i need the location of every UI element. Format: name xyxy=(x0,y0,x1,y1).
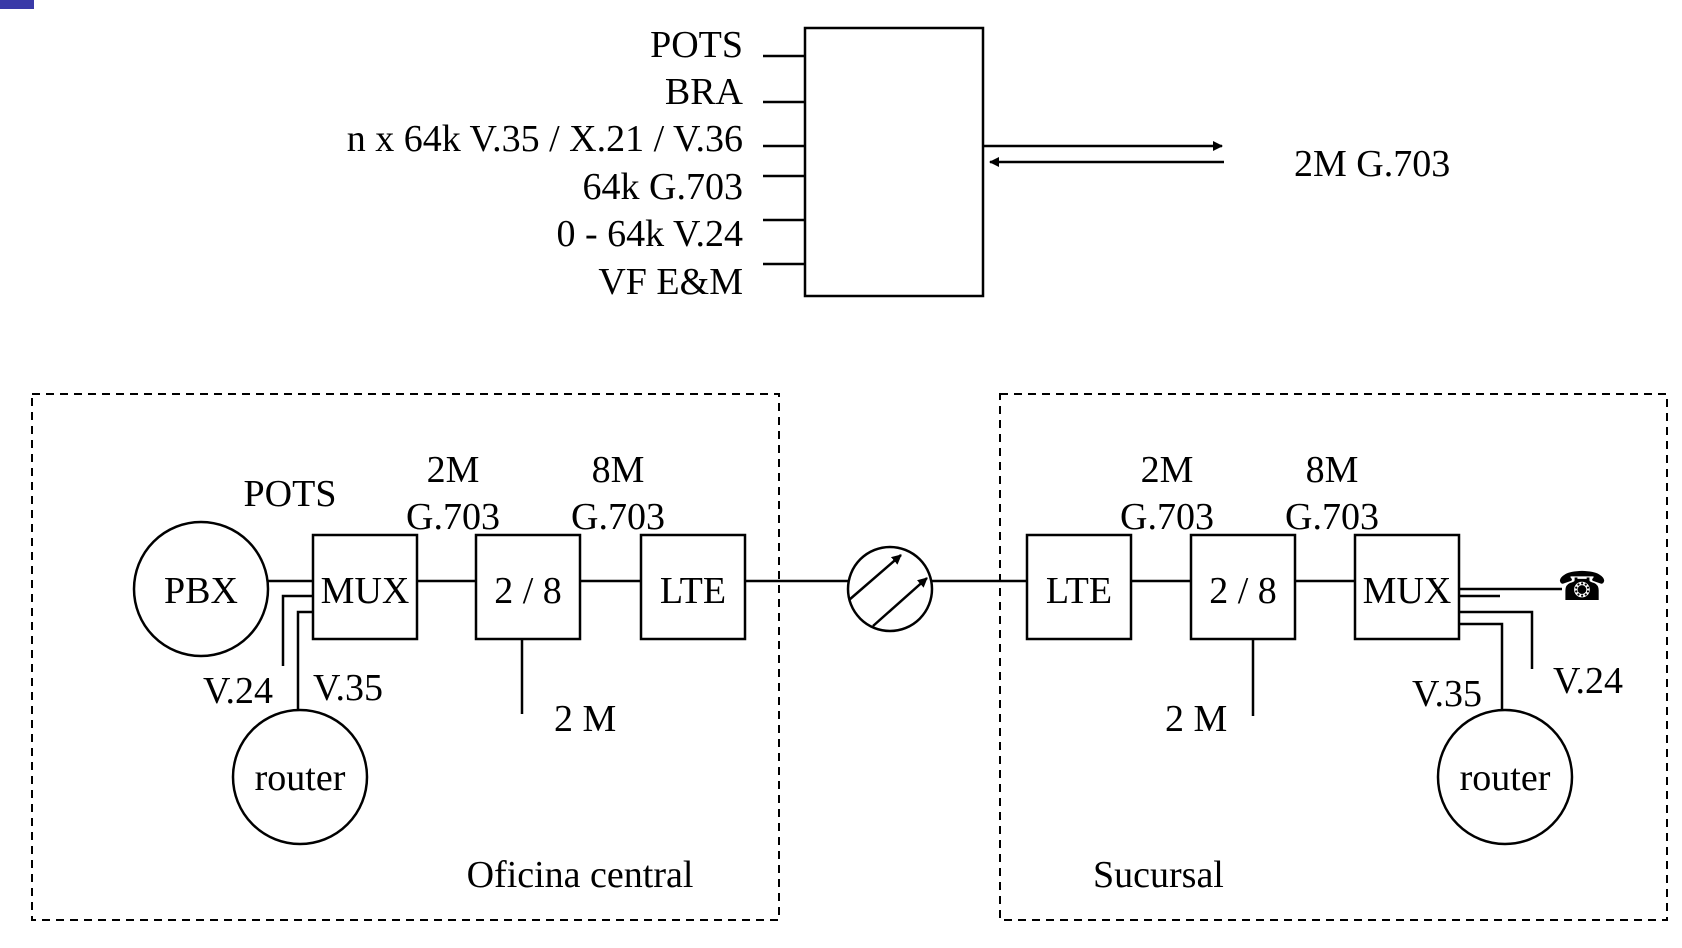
central-lte-label: LTE xyxy=(660,570,726,612)
transmission-link xyxy=(745,545,1027,633)
central-pots-label: POTS xyxy=(244,473,337,515)
central-office-section: PBX POTS MUX V.24 V.35 router 2M G.703 2… xyxy=(31,393,780,921)
branch-v35-line xyxy=(1459,622,1504,710)
branch-office-section: LTE 2M G.703 2 / 8 2 M 8M G.703 MUX ☎ V.… xyxy=(999,393,1668,921)
mux-input-label-pots: POTS xyxy=(650,24,743,66)
radio-link-icon xyxy=(846,545,934,633)
central-v35-line xyxy=(296,610,313,710)
radio-link-arrow-upper xyxy=(848,554,902,601)
central-tributary-label: 2 M xyxy=(554,698,616,740)
branch-rate-8m-label: 8M xyxy=(1306,449,1359,491)
central-g703-2m-label: G.703 xyxy=(406,496,500,538)
central-router-circle xyxy=(231,708,369,846)
branch-converter-box xyxy=(1189,533,1297,641)
mux-input-label-0-64k-v24: 0 - 64k V.24 xyxy=(556,213,743,255)
branch-converter-label: 2 / 8 xyxy=(1209,570,1277,612)
branch-mux-box xyxy=(1353,533,1461,641)
branch-v24-line xyxy=(1459,610,1534,669)
branch-v35-label: V.35 xyxy=(1412,673,1482,715)
mux-input-label-bra: BRA xyxy=(665,71,744,113)
central-office-boundary xyxy=(31,393,780,921)
radio-link-arrow-lower xyxy=(872,577,928,627)
central-converter-box xyxy=(474,533,582,641)
central-lte-box xyxy=(639,533,747,641)
branch-rate-2m-label: 2M xyxy=(1141,449,1194,491)
central-mux-label: MUX xyxy=(321,570,410,612)
corner-accent-mark xyxy=(0,0,34,9)
mux-input-label-64k-g703: 64k G.703 xyxy=(583,166,743,208)
central-v35-label: V.35 xyxy=(313,667,383,709)
branch-office-caption: Sucursal xyxy=(1093,854,1224,896)
branch-mux-label: MUX xyxy=(1363,570,1452,612)
central-v24-label: V.24 xyxy=(203,670,273,712)
central-pbx-circle xyxy=(132,520,270,658)
branch-lte-box xyxy=(1025,533,1133,641)
central-v24-line xyxy=(281,594,313,666)
branch-tributary-label: 2 M xyxy=(1165,698,1227,740)
mux-block-diagram: POTS BRA n x 64k V.35 / X.21 / V.36 64k … xyxy=(347,24,1451,303)
telephone-icon: ☎ xyxy=(1557,564,1607,609)
branch-g703-2m-label: G.703 xyxy=(1120,496,1214,538)
mux-input-label-vf-em: VF E&M xyxy=(598,261,743,303)
central-pbx-label: PBX xyxy=(164,570,238,612)
branch-office-boundary xyxy=(999,393,1668,921)
branch-router-circle xyxy=(1436,708,1574,846)
central-rate-2m-label: 2M xyxy=(427,449,480,491)
branch-v24-label: V.24 xyxy=(1553,660,1623,702)
mux-input-label-nx64k: n x 64k V.35 / X.21 / V.36 xyxy=(347,118,743,160)
central-mux-box xyxy=(311,533,419,641)
mux-output-label: 2M G.703 xyxy=(1294,143,1450,185)
central-converter-label: 2 / 8 xyxy=(494,570,562,612)
mux-block-box xyxy=(803,26,985,298)
central-office-caption: Oficina central xyxy=(467,854,694,896)
central-g703-8m-label: G.703 xyxy=(571,496,665,538)
branch-router-label: router xyxy=(1460,757,1551,799)
branch-g703-8m-label: G.703 xyxy=(1285,496,1379,538)
central-router-label: router xyxy=(255,757,346,799)
central-rate-8m-label: 8M xyxy=(592,449,645,491)
branch-lte-label: LTE xyxy=(1046,570,1112,612)
